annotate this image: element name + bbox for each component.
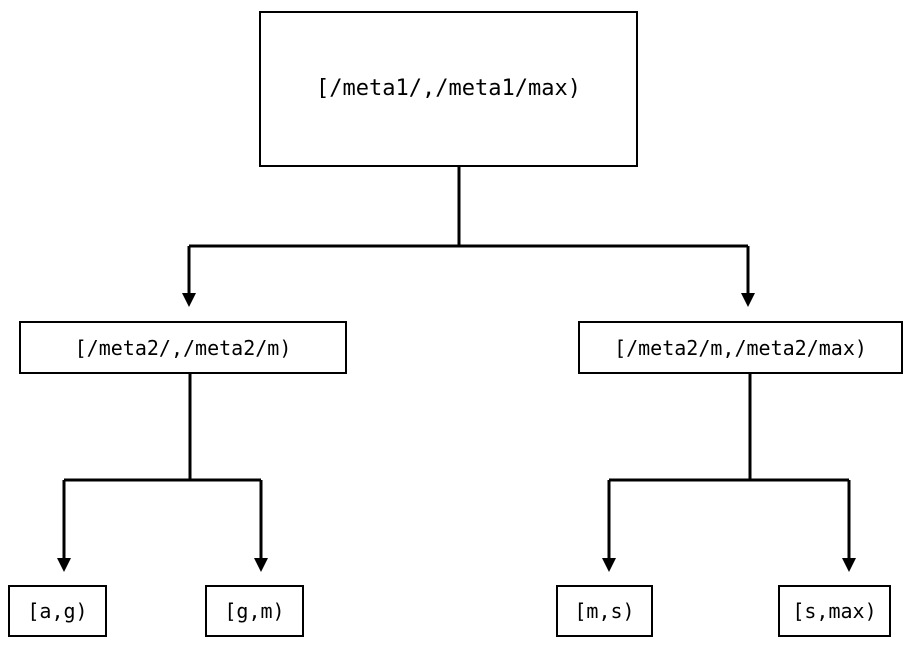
tree-node-leaf-smax-label: [s,max) — [792, 599, 877, 623]
arrowhead-leaf-gm — [254, 558, 268, 572]
tree-node-leaf-ms-label: [m,s) — [574, 599, 635, 623]
tree-node-leaf-gm[interactable]: [g,m) — [205, 585, 304, 637]
tree-node-mid-right-label: [/meta2/m,/meta2/max) — [614, 335, 867, 360]
tree-node-leaf-gm-label: [g,m) — [224, 599, 285, 623]
edge-root-to-mid-group — [187, 167, 750, 294]
tree-node-root-label: [/meta1/,/meta1/max) — [316, 76, 581, 101]
edge-midright-to-leaves-group — [607, 374, 851, 559]
arrowhead-mid-left — [182, 293, 196, 307]
arrowhead-mid-right — [741, 293, 755, 307]
tree-node-mid-left-label: [/meta2/,/meta2/m) — [74, 335, 292, 360]
tree-node-mid-right[interactable]: [/meta2/m,/meta2/max) — [578, 321, 903, 374]
tree-node-leaf-smax[interactable]: [s,max) — [778, 585, 891, 637]
arrowhead-leaf-smax — [842, 558, 856, 572]
tree-node-root[interactable]: [/meta1/,/meta1/max) — [259, 11, 638, 167]
tree-node-mid-left[interactable]: [/meta2/,/meta2/m) — [19, 321, 347, 374]
tree-node-leaf-ms[interactable]: [m,s) — [556, 585, 653, 637]
arrowhead-leaf-ms — [602, 558, 616, 572]
tree-node-leaf-ag-label: [a,g) — [27, 599, 88, 623]
arrowhead-leaf-ag — [57, 558, 71, 572]
tree-node-leaf-ag[interactable]: [a,g) — [8, 585, 107, 637]
edge-midleft-to-leaves-group — [62, 374, 263, 559]
